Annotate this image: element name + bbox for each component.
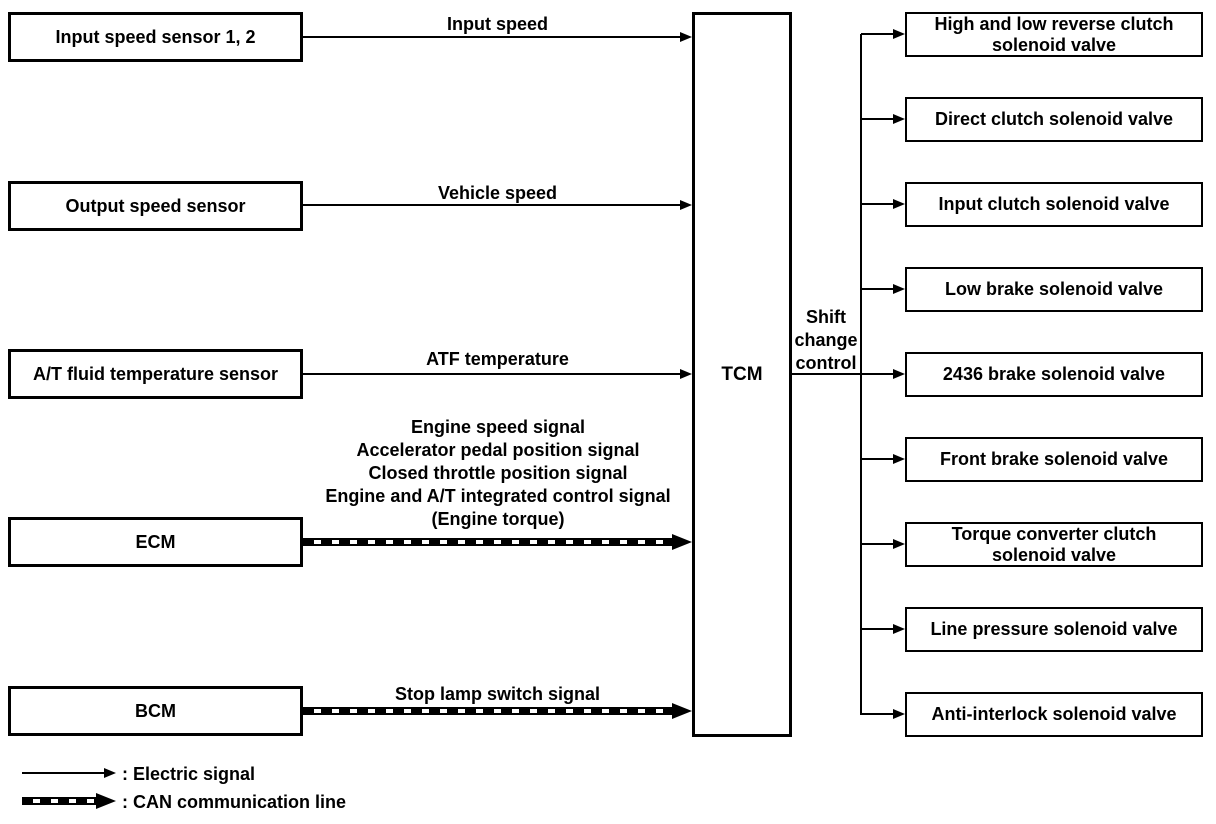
box-label: Line pressure solenoid valve [930,619,1178,639]
box-bcm: BCM [8,686,303,736]
box-input-speed-sensor: Input speed sensor 1, 2 [8,12,303,62]
box-label: Input clutch solenoid valve [938,194,1170,214]
arrowhead [893,199,905,209]
legend-can-label: : CAN communication line [122,792,347,812]
box-low-brake-valve: Low brake solenoid valve [905,267,1203,312]
branch-line [861,713,893,715]
box-direct-clutch-valve: Direct clutch solenoid valve [905,97,1203,142]
box-label: Input speed sensor 1, 2 [55,26,256,47]
arrowhead [893,369,905,379]
branch-line [861,203,893,205]
signal-label-stop-lamp-switch: Stop lamp switch signal [394,684,601,704]
box-line-pressure-valve: Line pressure solenoid valve [905,607,1203,652]
box-label: 2436 brake solenoid valve [942,364,1166,384]
branch-line [861,33,893,35]
electric-signal-line [303,373,680,375]
box-high-low-reverse-clutch-valve: High and low reverse clutch solenoid val… [905,12,1203,57]
arrowhead [680,32,692,42]
arrowhead [893,539,905,549]
box-label: Low brake solenoid valve [944,279,1164,299]
arrowhead [672,534,692,550]
shift-change-control-label: Shift change control [794,307,858,373]
signal-label-input-speed: Input speed [446,14,548,34]
box-input-clutch-valve: Input clutch solenoid valve [905,182,1203,227]
box-output-speed-sensor: Output speed sensor [8,181,303,231]
arrowhead [680,200,692,210]
box-ecm: ECM [8,517,303,567]
trunk-line [860,34,862,715]
arrowhead [680,369,692,379]
arrowhead [893,284,905,294]
box-label: ECM [135,531,176,552]
tcm-label: TCM [721,364,763,385]
electric-signal-arrow-icon [22,772,104,774]
box-at-fluid-temp-sensor: A/T fluid temperature sensor [8,349,303,399]
electric-signal-line [303,36,680,38]
box-label: BCM [135,700,176,721]
arrowhead [893,454,905,464]
signal-label-ecm-can-signals: Engine speed signal Accelerator pedal po… [325,417,671,529]
box-front-brake-valve: Front brake solenoid valve [905,437,1203,482]
branch-line [861,118,893,120]
arrowhead [893,624,905,634]
branch-line [861,288,893,290]
tcm-output-line [792,373,893,375]
branch-line [861,458,893,460]
branch-line [861,628,893,630]
box-label: Output speed sensor [65,195,246,216]
box-label: Front brake solenoid valve [939,449,1169,469]
box-label: Direct clutch solenoid valve [934,109,1174,129]
can-communication-line [303,707,672,715]
signal-label-atf-temperature: ATF temperature [426,349,569,369]
box-torque-converter-clutch-valve: Torque converter clutch solenoid valve [905,522,1203,567]
arrowhead [96,793,116,809]
signal-label-vehicle-speed: Vehicle speed [437,183,558,203]
electric-signal-line [303,204,680,206]
box-anti-interlock-valve: Anti-interlock solenoid valve [905,692,1203,737]
box-label: Torque converter clutch solenoid valve [951,523,1157,565]
arrowhead [893,709,905,719]
box-2436-brake-valve: 2436 brake solenoid valve [905,352,1203,397]
box-label: Anti-interlock solenoid valve [931,704,1177,724]
box-label: High and low reverse clutch solenoid val… [934,13,1174,55]
legend-electric-label: : Electric signal [122,764,256,784]
box-tcm: TCM [692,12,792,737]
arrowhead [672,703,692,719]
arrowhead [893,29,905,39]
box-label: A/T fluid temperature sensor [32,363,279,384]
arrowhead [104,768,116,778]
can-communication-line [303,538,672,546]
can-communication-arrow-icon [22,797,96,805]
arrowhead [893,114,905,124]
branch-line [861,543,893,545]
